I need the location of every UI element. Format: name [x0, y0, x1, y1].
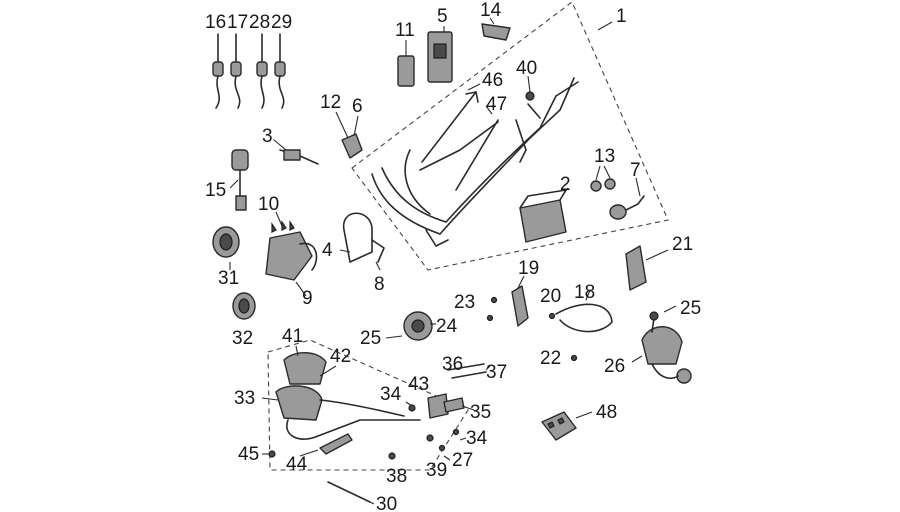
callout-38: 38	[386, 466, 407, 487]
callout-45: 45	[238, 444, 259, 465]
regulator-5	[427, 26, 453, 83]
harness-group-outline	[351, 1, 669, 271]
callout-9: 9	[302, 288, 313, 309]
brake-group-outline	[267, 339, 469, 471]
fuse-holders	[212, 33, 286, 109]
callout-12: 12	[320, 92, 341, 113]
callout-40: 40	[516, 58, 537, 79]
callout-46: 46	[482, 70, 503, 91]
relay-11	[397, 40, 415, 87]
ignition-coil-4	[339, 212, 385, 271]
screw-22	[570, 354, 578, 362]
callout-23: 23	[454, 292, 475, 313]
clip-40	[525, 75, 535, 101]
callout-1: 1	[616, 6, 627, 27]
callout-44: 44	[286, 454, 308, 475]
callout-4: 4	[322, 240, 333, 261]
screw-20	[548, 312, 556, 320]
grommet-32	[232, 292, 256, 320]
callout-18: 18	[574, 282, 595, 303]
callout-29: 29	[271, 12, 292, 33]
callout-27: 27	[452, 450, 473, 471]
callout-48: 48	[596, 402, 617, 423]
callout-19: 19	[518, 258, 539, 279]
callout-37: 37	[486, 362, 507, 383]
cable-18	[555, 289, 613, 333]
callout-labels: 16 17 28 29 11 5 14 1 40 46 47 12 6 3 15…	[205, 0, 701, 512]
cable-47	[455, 119, 499, 191]
callout-15: 15	[205, 180, 226, 201]
callout-31: 31	[218, 268, 239, 289]
callout-35: 35	[470, 402, 491, 423]
callout-24: 24	[436, 316, 458, 337]
callout-41: 41	[282, 326, 303, 347]
callout-5: 5	[437, 6, 448, 27]
main-wiring-harness	[371, 77, 579, 247]
callout-8: 8	[374, 274, 385, 295]
callout-34-right: 34	[466, 428, 488, 449]
cable-46	[421, 91, 479, 163]
callout-43: 43	[408, 374, 429, 395]
callout-33: 33	[234, 388, 255, 409]
callout-34-left: 34	[380, 384, 402, 405]
hardware-small-parts	[388, 363, 491, 461]
callout-30: 30	[376, 494, 397, 512]
callout-16: 16	[205, 12, 226, 33]
callout-6: 6	[352, 96, 363, 117]
callout-2: 2	[560, 174, 571, 195]
callout-17: 17	[227, 12, 248, 33]
callout-25-left: 25	[360, 328, 381, 349]
callout-39: 39	[426, 460, 447, 481]
mount-bracket-9	[265, 211, 318, 297]
cdi-unit-21	[625, 245, 669, 291]
callout-25-right: 25	[680, 298, 701, 319]
callout-13: 13	[594, 146, 615, 167]
switch-3	[273, 139, 319, 165]
switch-19	[511, 275, 529, 327]
sensor-7	[609, 177, 645, 220]
callout-10: 10	[258, 194, 279, 215]
callout-14: 14	[480, 0, 502, 21]
ignition-lock-15	[229, 149, 249, 211]
nuts-13	[590, 165, 616, 192]
callout-42: 42	[330, 346, 351, 367]
callout-21: 21	[672, 234, 693, 255]
screws-23	[486, 296, 498, 322]
callout-3: 3	[262, 126, 273, 147]
callout-22: 22	[540, 348, 561, 369]
callout-7: 7	[630, 160, 641, 181]
callout-28: 28	[249, 12, 270, 33]
grommet-31	[212, 226, 240, 270]
bracket-12	[335, 111, 363, 159]
starter-relay-26	[631, 305, 692, 384]
rectifier-48	[541, 411, 593, 441]
battery-2	[519, 187, 569, 243]
callout-20: 20	[540, 286, 561, 307]
callout-32: 32	[232, 328, 253, 349]
callout-11: 11	[395, 20, 415, 41]
bracket-14	[481, 17, 511, 41]
horn-24	[385, 311, 436, 341]
callout-26: 26	[604, 356, 625, 377]
brake-pedal-assembly	[261, 345, 421, 505]
callout-47: 47	[486, 94, 507, 115]
callout-36: 36	[442, 354, 463, 375]
